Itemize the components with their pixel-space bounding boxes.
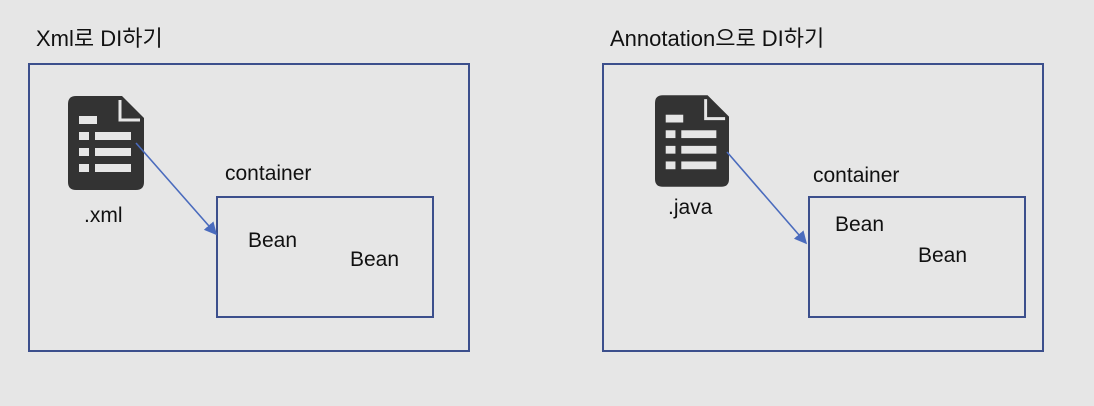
right-outer-box: [602, 63, 1044, 352]
left-container-label: container: [225, 162, 312, 185]
right-container-box: [808, 196, 1026, 318]
right-panel-title: Annotation으로 DI하기: [610, 26, 825, 51]
document-list-icon: [655, 95, 729, 187]
right-bean-1: Bean: [835, 213, 885, 236]
left-file-label: .xml: [84, 204, 123, 227]
left-bean-2: Bean: [350, 248, 400, 271]
left-panel-title: Xml로 DI하기: [36, 26, 163, 51]
left-file-icon: [68, 96, 144, 195]
right-container-label: container: [813, 164, 900, 187]
left-bean-1: Bean: [248, 229, 298, 252]
document-list-icon: [68, 96, 144, 190]
left-outer-box: [28, 63, 470, 352]
right-bean-2: Bean: [918, 244, 968, 267]
right-file-icon: [655, 94, 729, 193]
right-file-label: .java: [668, 196, 713, 219]
left-container-box: [216, 196, 434, 318]
